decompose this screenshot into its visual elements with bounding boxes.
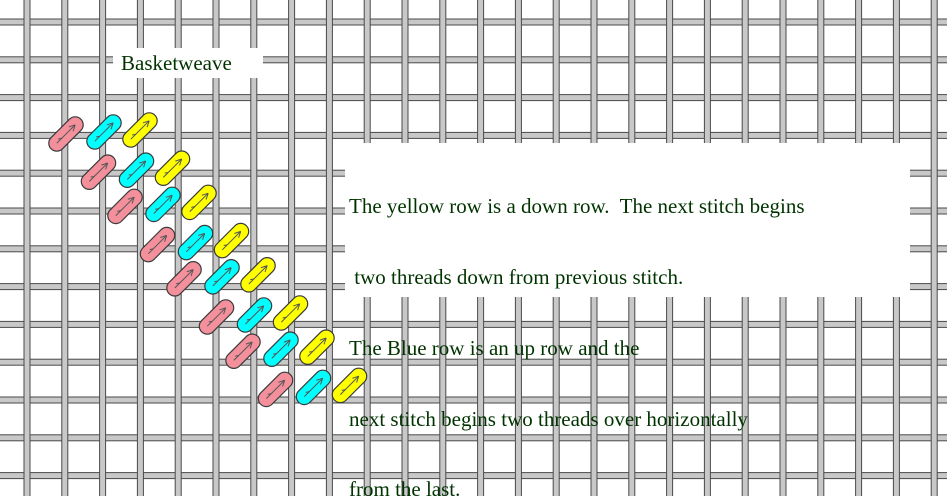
vertical-thread	[100, 0, 106, 496]
vertical-thread	[289, 0, 295, 496]
yellow-stitch	[152, 148, 193, 189]
vertical-thread	[24, 0, 30, 496]
explanation-note: The yellow row is a down row. The next s…	[345, 143, 910, 297]
vertical-thread	[931, 0, 937, 496]
note-line: from the last.	[349, 478, 910, 496]
note-line: The yellow row is a down row. The next s…	[349, 195, 910, 219]
cyan-stitch	[201, 256, 242, 297]
vertical-thread	[326, 0, 332, 496]
diagram-title: Basketweave	[113, 48, 263, 78]
pink-stitch	[163, 258, 204, 299]
vertical-thread	[62, 0, 68, 496]
note-line: two threads down from previous stitch.	[349, 266, 910, 290]
note-line: The Blue row is an up row and the	[349, 337, 910, 361]
note-line: next stitch begins two threads over hori…	[349, 408, 910, 432]
